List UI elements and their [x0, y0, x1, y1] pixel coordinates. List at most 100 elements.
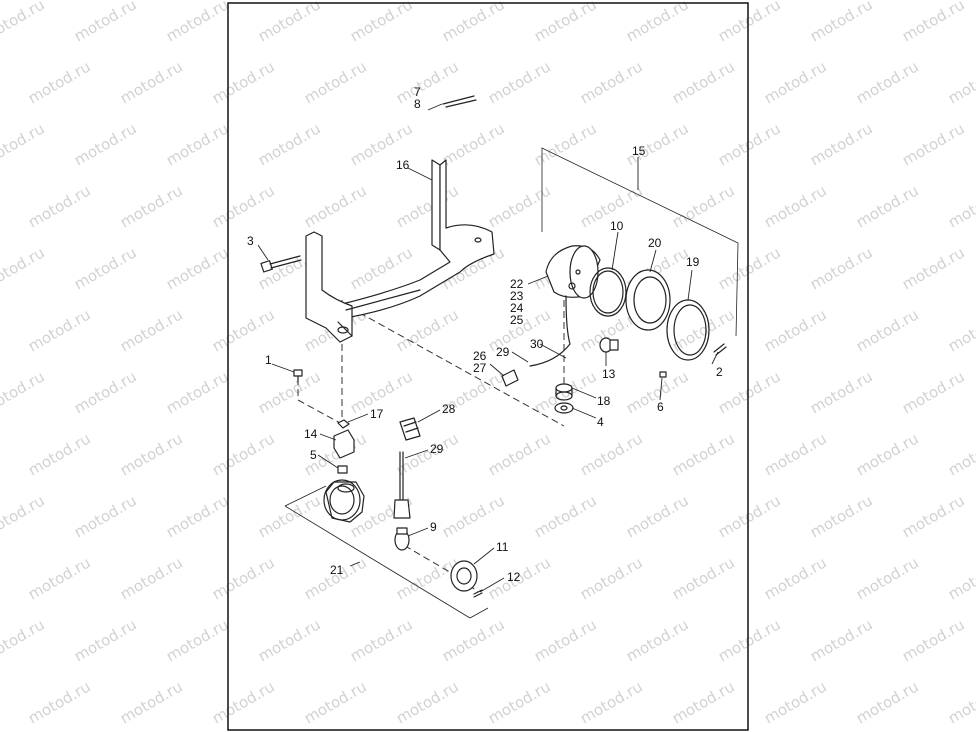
watermark-text: motod.ru: [163, 0, 232, 45]
watermark-text: motod.ru: [715, 367, 784, 417]
callout-4: 4: [597, 415, 604, 429]
watermark-text: motod.ru: [577, 553, 646, 603]
lens-11: [450, 560, 478, 592]
watermark-text: motod.ru: [531, 491, 600, 541]
callout-1: 1: [265, 353, 272, 367]
watermark-text: motod.ru: [301, 181, 370, 231]
sealed-beam-20: [625, 269, 671, 331]
watermark-text: motod.ru: [761, 429, 830, 479]
watermark-text: motod.ru: [301, 57, 370, 107]
callout-3: 3: [247, 234, 254, 248]
watermark-text: motod.ru: [945, 57, 976, 107]
watermark-text: motod.ru: [209, 429, 278, 479]
watermark-text: motod.ru: [807, 615, 876, 665]
watermark-text: motod.ru: [255, 491, 324, 541]
watermark-text: motod.ru: [853, 181, 922, 231]
callout-16: 16: [396, 158, 410, 172]
callout-18: 18: [597, 394, 611, 408]
watermark-text: motod.ru: [485, 677, 554, 727]
watermark-text: motod.ru: [163, 119, 232, 169]
watermark-text: motod.ru: [0, 491, 48, 541]
watermark-text: motod.ru: [163, 243, 232, 293]
watermark-text: motod.ru: [71, 615, 140, 665]
watermark-text: motod.ru: [623, 0, 692, 45]
watermark-text: motod.ru: [853, 57, 922, 107]
watermark-text: motod.ru: [807, 0, 876, 45]
watermark-text: motod.ru: [25, 553, 94, 603]
callout-26: 26: [473, 349, 487, 363]
watermark-text: motod.ru: [209, 57, 278, 107]
watermark-text: motod.ru: [301, 677, 370, 727]
assembly-line-main: [339, 301, 565, 427]
watermark-text: motod.ru: [25, 305, 94, 355]
watermark-text: motod.ru: [577, 677, 646, 727]
watermark-text: motod.ru: [439, 0, 508, 45]
screw-1: [293, 369, 303, 383]
watermark-text: motod.ru: [715, 615, 784, 665]
watermark-text: motod.ru: [715, 491, 784, 541]
watermark-text: motod.ru: [807, 491, 876, 541]
watermark-text: motod.ru: [807, 119, 876, 169]
watermark-text: motod.ru: [393, 305, 462, 355]
callout-24: 24: [510, 301, 524, 315]
watermark-text: motod.ru: [71, 0, 140, 45]
callout-5: 5: [310, 448, 317, 462]
watermark-text: motod.ru: [899, 491, 968, 541]
callout-22: 22: [510, 277, 524, 291]
watermark-text: motod.ru: [0, 0, 48, 45]
watermark-text: motod.ru: [117, 553, 186, 603]
callout-29a: 29: [430, 442, 444, 456]
horn-housing-21: [323, 479, 365, 523]
callout-11: 11: [496, 540, 509, 554]
watermark-text: motod.ru: [485, 57, 554, 107]
pin-7-8: [442, 95, 477, 108]
watermark-text: motod.ru: [807, 367, 876, 417]
seal-ring-10: [589, 267, 627, 317]
watermark-text: motod.ru: [209, 181, 278, 231]
watermark-text: motod.ru: [669, 429, 738, 479]
watermark-text: motod.ru: [25, 181, 94, 231]
watermark-text: motod.ru: [485, 181, 554, 231]
watermark-text: motod.ru: [0, 429, 2, 479]
fitting-26-27: [501, 369, 519, 387]
watermark-text: motod.ru: [117, 305, 186, 355]
watermark-text: motod.ru: [853, 429, 922, 479]
watermark-text: motod.ru: [393, 181, 462, 231]
group-bracket-21-end: [469, 607, 489, 619]
callout-labels: 1 2 3 4 5 6 7 8 9 10 11 12 13 14 15 16 1…: [247, 85, 723, 584]
callout-20: 20: [648, 236, 662, 250]
watermark-text: motod.ru: [347, 0, 416, 45]
watermark-text: motod.ru: [393, 57, 462, 107]
callout-27: 27: [473, 361, 487, 375]
bracket-14: [333, 429, 355, 459]
nut-5: [337, 465, 348, 474]
socket-13: [599, 337, 619, 353]
watermark-text: motod.ru: [117, 429, 186, 479]
leader-lines: [257, 103, 719, 593]
watermark-text: motod.ru: [117, 677, 186, 727]
watermark-text: motod.ru: [209, 677, 278, 727]
watermark-text: motod.ru: [899, 119, 968, 169]
watermark-text: motod.ru: [255, 0, 324, 45]
washer-4: [554, 402, 574, 414]
watermark-text: motod.ru: [623, 491, 692, 541]
watermark-text: motod.ru: [853, 553, 922, 603]
watermark-text: motod.ru: [0, 57, 2, 107]
watermark-text: motod.ru: [255, 367, 324, 417]
watermark-text: motod.ru: [393, 677, 462, 727]
callout-14: 14: [304, 427, 318, 441]
group-bracket-15: [541, 147, 739, 337]
watermark-text: motod.ru: [669, 57, 738, 107]
watermark-text: motod.ru: [715, 243, 784, 293]
watermark-text: motod.ru: [71, 119, 140, 169]
watermark-text: motod.ru: [209, 305, 278, 355]
watermark-text: motod.ru: [209, 553, 278, 603]
watermark-text: motod.ru: [163, 615, 232, 665]
callout-2: 2: [716, 365, 723, 379]
watermark-text: motod.ru: [0, 553, 2, 603]
callout-9: 9: [430, 520, 437, 534]
watermark-text: motod.ru: [25, 57, 94, 107]
assembly-line-bolt1: [297, 378, 343, 425]
